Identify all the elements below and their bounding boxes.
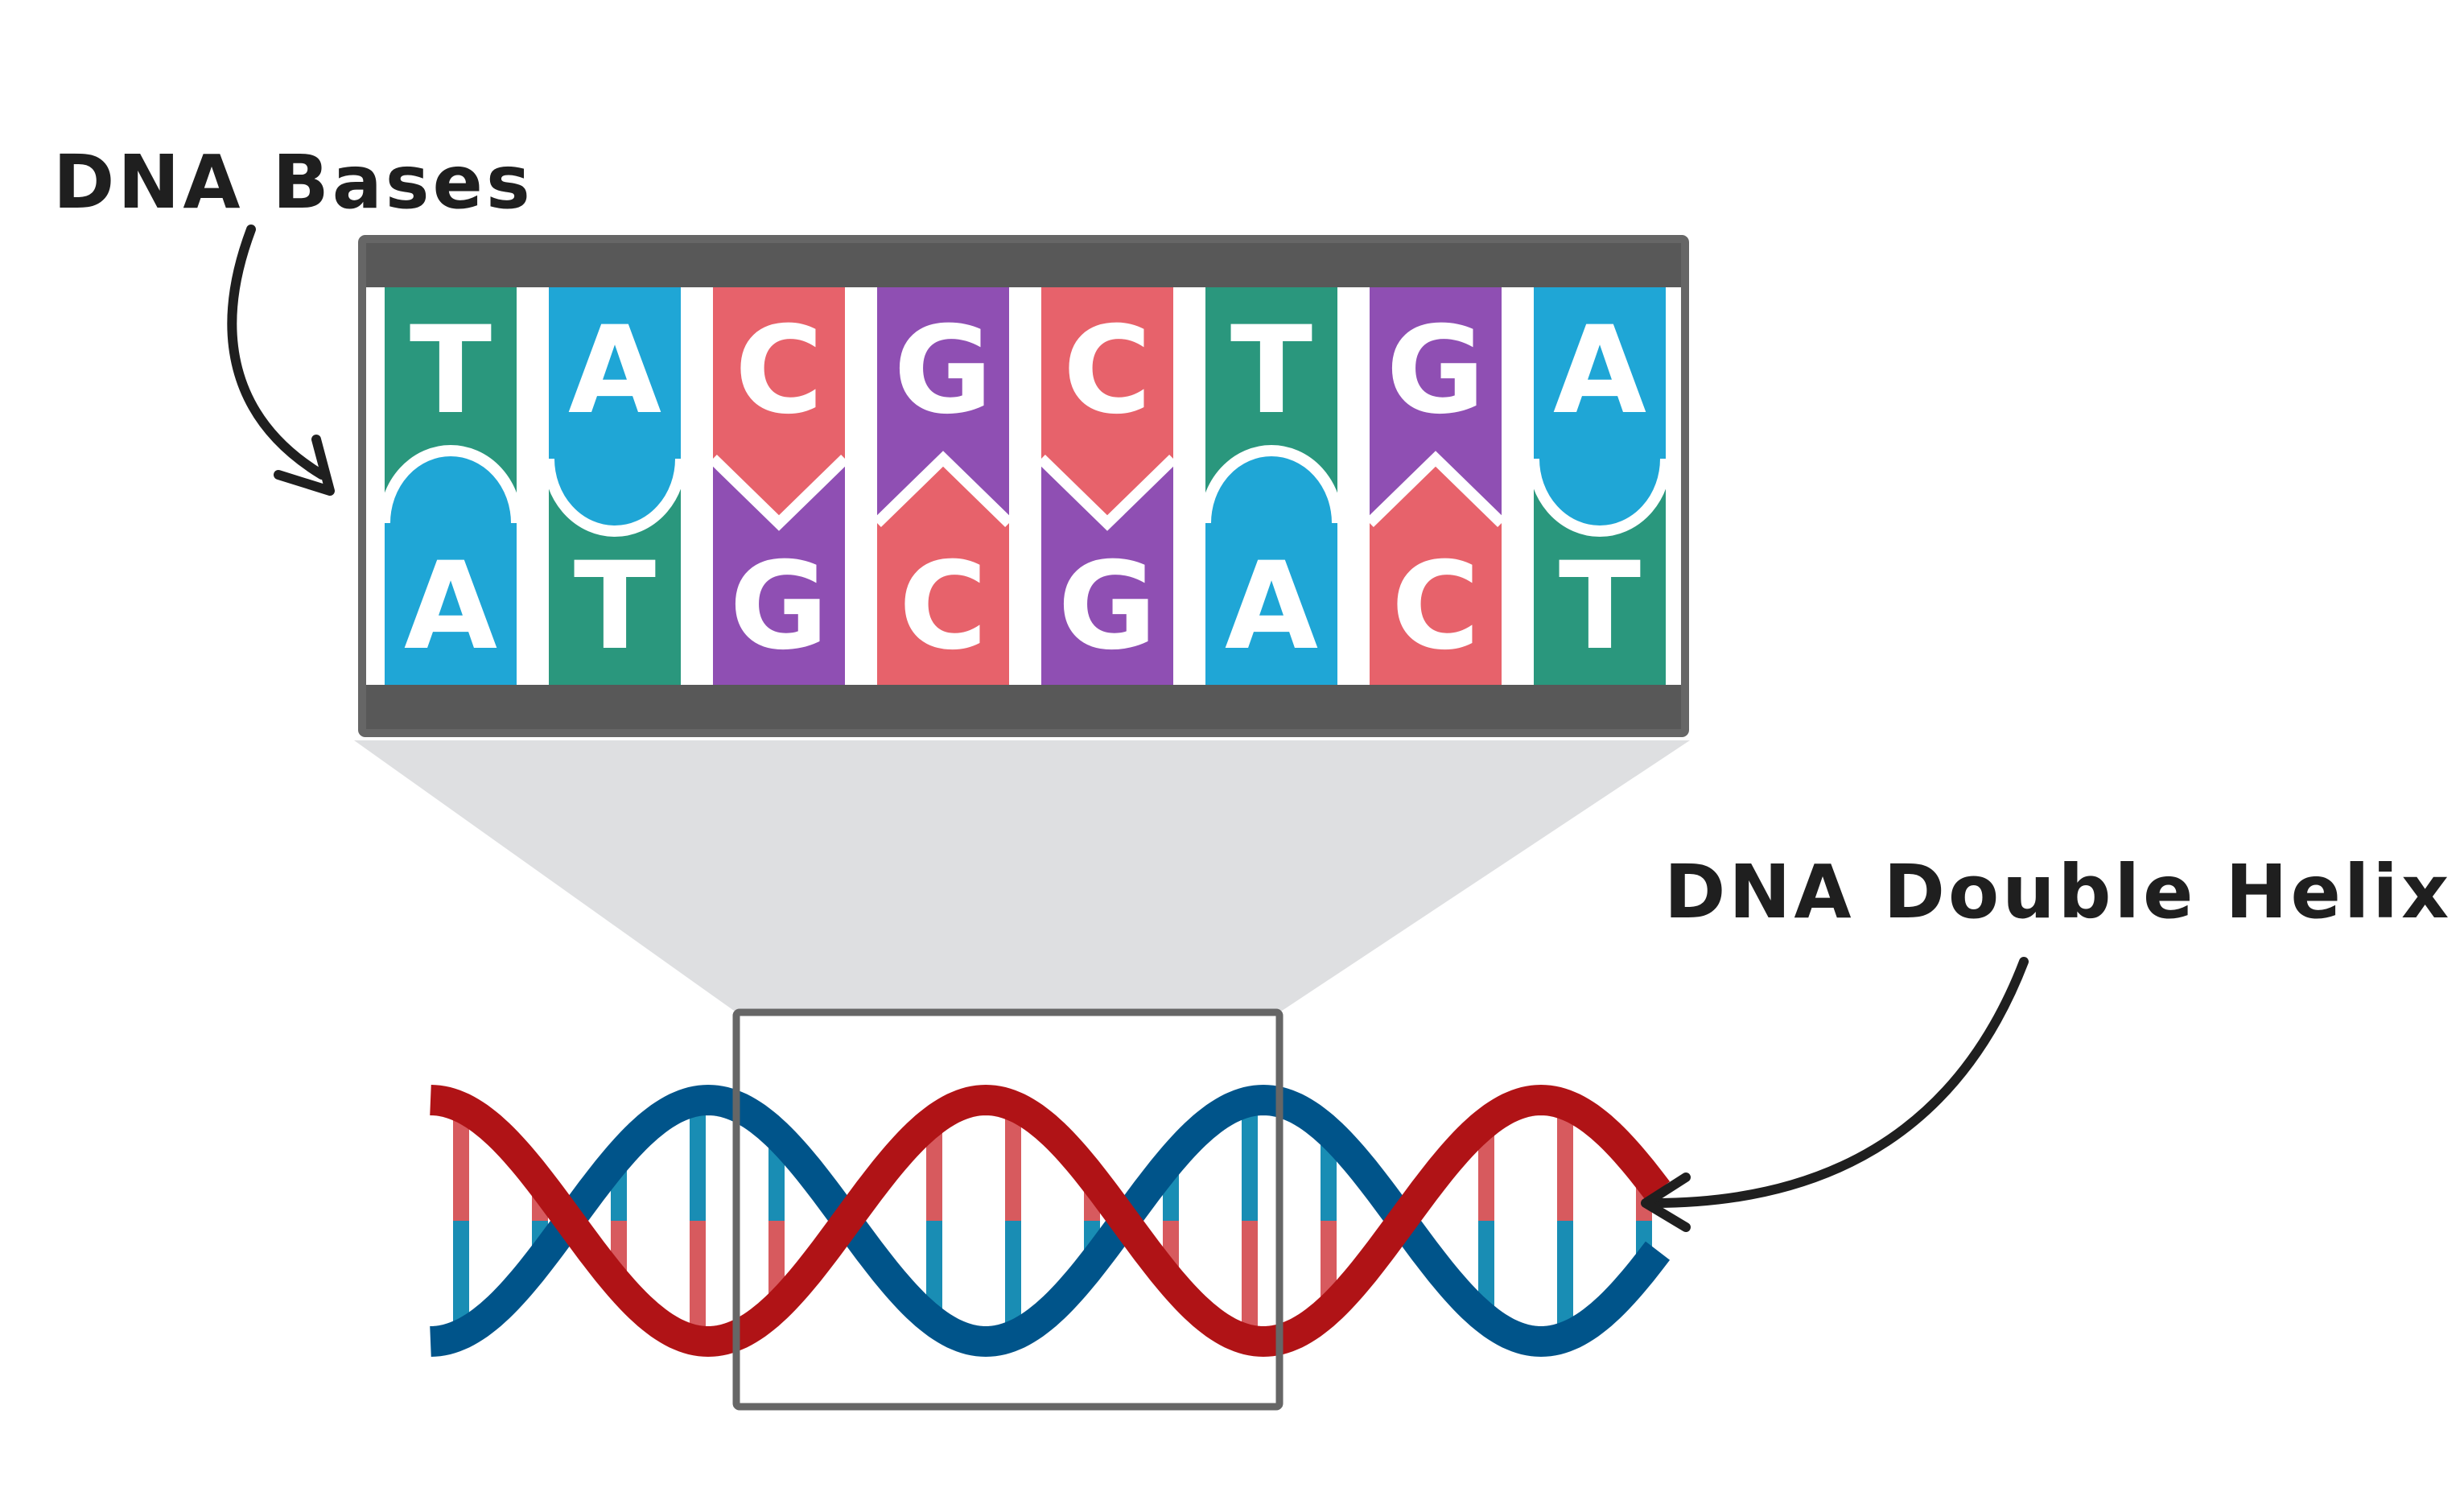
base-tile-bottom-C — [1370, 459, 1502, 685]
panel-frame — [358, 235, 1689, 737]
base-letter-top: T — [410, 301, 492, 441]
dna-bases-label: DNA Bases — [53, 139, 534, 225]
base-tile-top-A — [549, 287, 681, 531]
base-tile-top-G — [1370, 287, 1502, 523]
base-pair-bond — [873, 451, 1013, 528]
curved-arrow-icon — [1641, 957, 2029, 1232]
base-tile-top-A — [1534, 287, 1666, 531]
base-tile-top-C — [1041, 287, 1173, 523]
base-tile-bottom-C — [877, 459, 1009, 685]
base-letter-bottom: T — [1559, 537, 1641, 677]
zoom-cone — [354, 740, 1690, 1012]
base-tile-bottom-G — [1041, 459, 1173, 685]
helix-strands — [430, 1084, 1671, 1358]
base-letter-bottom: C — [1391, 537, 1480, 677]
base-letter-top: C — [1063, 301, 1152, 441]
base-pair-bond — [709, 454, 849, 531]
base-pair-bond — [1528, 458, 1671, 537]
base-letter-bottom: C — [899, 537, 987, 677]
base-tile-top-T — [1205, 287, 1337, 523]
curved-arrow-icon — [227, 225, 335, 496]
helix-strand-blue — [430, 1084, 1671, 1358]
base-tile-top-C — [713, 287, 845, 523]
base-tile-bottom-T — [1534, 459, 1666, 685]
base-tile-bottom-T — [549, 459, 681, 685]
base-letter-bottom: A — [404, 537, 497, 677]
base-pair-bond — [543, 458, 686, 537]
base-letter-top: C — [735, 301, 823, 441]
base-tile-top-T — [385, 287, 517, 523]
helix-strand-red — [430, 1084, 1671, 1358]
base-letter-bottom: T — [574, 537, 656, 677]
base-letter-top: A — [1553, 301, 1646, 441]
panel-top-bar — [360, 237, 1687, 287]
base-pair-bond — [1200, 445, 1343, 524]
helix-zoom-selection — [732, 1008, 1284, 1411]
base-tile-bottom-G — [713, 459, 845, 685]
base-pair-bond — [379, 445, 522, 524]
base-pair-bond — [1366, 451, 1506, 528]
base-tile-bottom-A — [1205, 451, 1337, 685]
base-letter-bottom: G — [729, 537, 828, 677]
dna-double-helix — [430, 1084, 1671, 1358]
base-letter-bottom: A — [1225, 537, 1318, 677]
base-tile-bottom-A — [385, 451, 517, 685]
base-letter-top: T — [1230, 301, 1312, 441]
base-letter-top: G — [1386, 301, 1485, 441]
panel-bottom-bar — [360, 685, 1687, 735]
base-letter-top: G — [893, 301, 992, 441]
base-letter-top: A — [568, 301, 661, 441]
dna-double-helix-label: DNA Double Helix — [1664, 849, 2452, 935]
base-pair-bond — [1037, 454, 1177, 531]
base-tile-top-G — [877, 287, 1009, 523]
base-letter-bottom: G — [1057, 537, 1156, 677]
